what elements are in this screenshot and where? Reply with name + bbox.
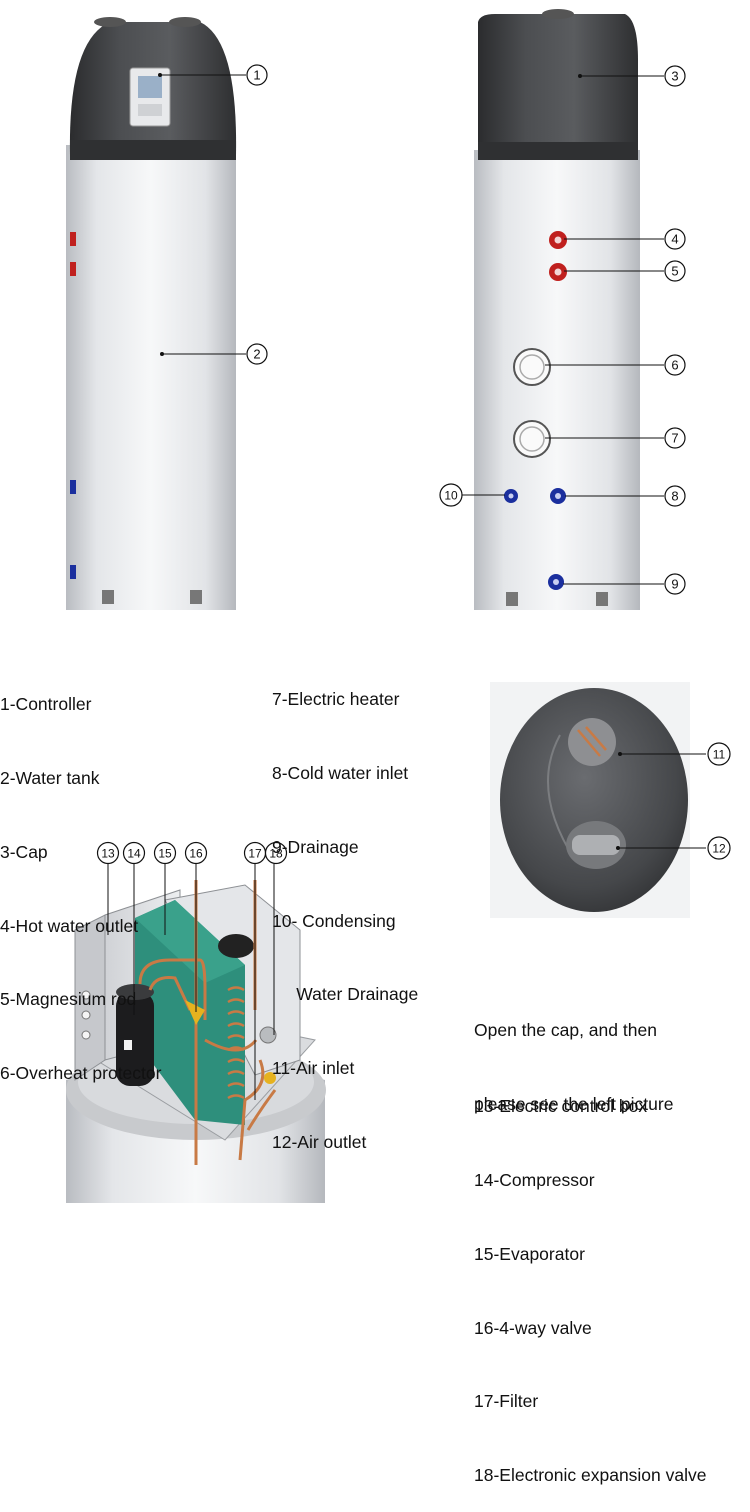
svg-text:14: 14 — [127, 847, 141, 861]
callout-11: 11 — [707, 742, 731, 766]
callout-12: 12 — [707, 836, 731, 860]
legend-item: 7-Electric heater — [272, 689, 400, 710]
callout-18: 18 — [264, 841, 288, 865]
air-port-left — [94, 17, 126, 27]
legend-item: 18-Electronic expansion valve — [474, 1465, 707, 1486]
svg-text:7: 7 — [671, 431, 678, 446]
filter — [259, 1026, 277, 1044]
rear-view-unit — [462, 9, 664, 610]
svg-text:1: 1 — [253, 68, 260, 83]
callout-6: 6 — [664, 354, 686, 376]
callout-2: 2 — [246, 343, 268, 365]
legend-item: 5-Magnesium rod — [0, 989, 137, 1010]
svg-text:15: 15 — [158, 847, 172, 861]
svg-text:18: 18 — [269, 847, 283, 861]
legend-item: 12-Air outlet — [272, 1131, 367, 1152]
diagram-canvas: 1 2 3 4 5 6 7 8 9 10 11 12 13 14 15 16 1… — [66, 9, 731, 1203]
callout-4: 4 — [664, 228, 686, 250]
svg-text:12: 12 — [712, 842, 726, 856]
compressor — [116, 992, 154, 1086]
internal-components-view — [66, 862, 326, 1203]
foot-right — [190, 590, 202, 604]
legend-item: 8-Cold water inlet — [272, 762, 409, 783]
controller-buttons — [138, 104, 162, 116]
svg-text:3: 3 — [671, 69, 678, 84]
callout-14: 14 — [122, 841, 146, 865]
top-view-disc — [500, 688, 688, 912]
legend-item: 6-Overheat protector — [0, 1063, 162, 1084]
legend-item: 15-Evaporator — [474, 1243, 585, 1264]
legend-item: Water Drainage — [272, 984, 419, 1005]
callout-8: 8 — [664, 485, 686, 507]
callout-17: 17 — [243, 841, 267, 865]
rear-cap-band — [478, 142, 638, 160]
note-line: Open the cap, and then — [474, 1020, 657, 1041]
legend-item: 2-Water tank — [0, 767, 100, 788]
callout-15: 15 — [153, 841, 177, 865]
svg-text:9: 9 — [671, 577, 678, 592]
legend-middle: 7-Electric heater 8-Cold water inlet 9-D… — [272, 638, 418, 1179]
side-pipe-red-1 — [70, 232, 76, 246]
side-pipe-blue-1 — [70, 480, 76, 494]
svg-text:16: 16 — [189, 847, 203, 861]
rear-tank-body — [474, 150, 640, 610]
svg-text:11: 11 — [713, 748, 726, 762]
legend-item: 11-Air inlet — [272, 1058, 355, 1079]
cap-band — [70, 140, 236, 160]
side-pipe-red-2 — [70, 262, 76, 276]
callout-5: 5 — [664, 260, 686, 282]
legend-item: 4-Hot water outlet — [0, 915, 139, 936]
svg-text:10: 10 — [444, 489, 458, 503]
svg-text:13: 13 — [101, 847, 115, 861]
note-text: Open the cap, and then please see the le… — [474, 969, 673, 1141]
electronic-expansion-valve — [264, 1072, 276, 1084]
legend-item: 16-4-way valve — [474, 1317, 592, 1338]
foot-left — [102, 590, 114, 604]
callout-10: 10 — [439, 483, 463, 507]
air-inlet-opening — [568, 718, 616, 766]
side-pipe-blue-2 — [70, 565, 76, 579]
four-way-valve — [185, 1000, 205, 1025]
legend-item: 10- Condensing — [272, 910, 396, 931]
svg-text:2: 2 — [253, 347, 260, 362]
top-view-cap — [490, 682, 706, 918]
rear-cap-shape — [478, 14, 638, 160]
svg-text:8: 8 — [671, 489, 678, 504]
legend-item: 3-Cap — [0, 841, 48, 862]
callout-1: 1 — [246, 64, 268, 86]
svg-text:4: 4 — [671, 232, 678, 247]
legend-item: 17-Filter — [474, 1391, 539, 1412]
legend-item: 14-Compressor — [474, 1169, 595, 1190]
note-line: please see the left picture — [474, 1093, 674, 1114]
legend-item: 1-Controller — [0, 694, 92, 715]
air-port-right — [169, 17, 201, 27]
water-tank-body — [66, 145, 236, 610]
callout-3: 3 — [664, 65, 686, 87]
front-view-unit — [66, 17, 246, 610]
svg-text:6: 6 — [671, 358, 678, 373]
callouts: 1 2 3 4 5 6 7 8 9 10 11 12 13 14 15 16 1… — [96, 64, 731, 865]
svg-text:17: 17 — [248, 847, 262, 861]
svg-text:5: 5 — [671, 264, 678, 279]
callout-9: 9 — [664, 573, 686, 595]
legend-left: 1-Controller 2-Water tank 3-Cap 4-Hot wa… — [0, 643, 161, 1110]
legend-item: 9-Drainage — [272, 836, 359, 857]
callout-16: 16 — [184, 841, 208, 865]
legend-item: 13-Electric control box — [474, 1096, 648, 1117]
controller-screen — [138, 76, 162, 98]
callout-7: 7 — [664, 427, 686, 449]
legend-bottom: 13-Electric control box 14-Compressor 15… — [474, 1045, 707, 1512]
callout-13: 13 — [96, 841, 120, 865]
